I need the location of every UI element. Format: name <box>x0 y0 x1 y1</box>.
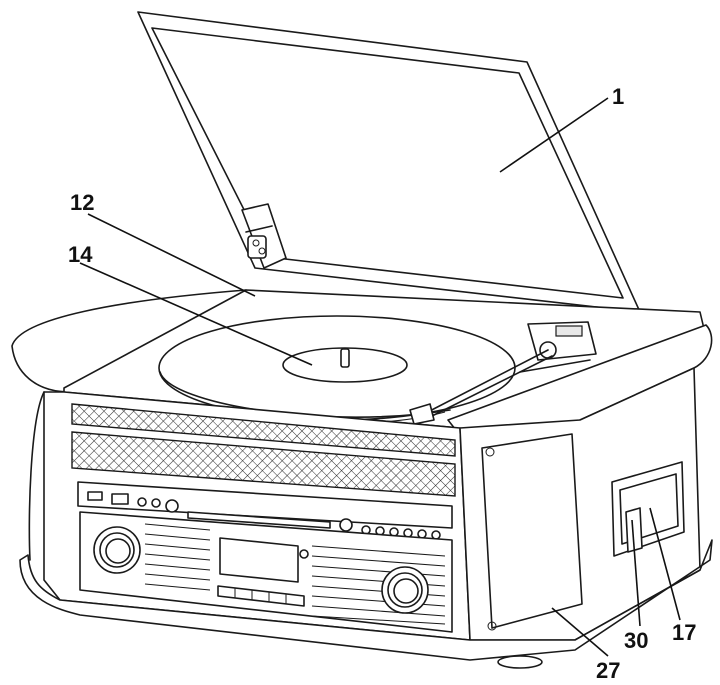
callout-1: 1 <box>612 84 624 109</box>
volume-knob <box>93 526 141 574</box>
tuning-knob <box>381 566 429 614</box>
upper-speaker-grille <box>71 403 456 457</box>
foot <box>497 655 543 669</box>
lower-speaker-grille <box>71 431 456 497</box>
tonearm-drawing <box>409 321 597 425</box>
callout-27: 27 <box>596 658 620 683</box>
left-side-edge <box>28 391 45 561</box>
leader-14 <box>79 262 313 366</box>
callout-14: 14 <box>68 242 93 267</box>
lid-drawing <box>137 11 641 313</box>
leader-17 <box>649 507 681 621</box>
leader-30 <box>631 519 641 627</box>
leader-12 <box>87 213 256 297</box>
callout-12: 12 <box>70 190 94 215</box>
leader-1 <box>499 97 609 173</box>
radio-panel <box>79 511 453 633</box>
leader-27 <box>551 607 609 657</box>
callout-17: 17 <box>672 620 696 645</box>
base-plinth <box>19 539 713 661</box>
right-side-panel <box>459 367 701 641</box>
callout-30: 30 <box>624 628 648 653</box>
